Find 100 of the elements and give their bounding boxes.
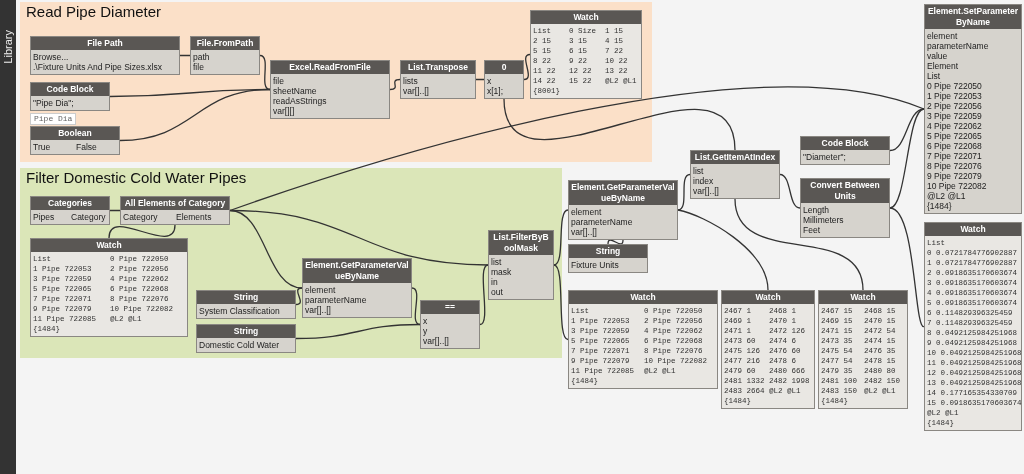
port-label: var[][] [273, 106, 296, 116]
node-card [190, 36, 260, 75]
port-label: .\Fixture Units And Pipe Sizes.xlsx [33, 62, 163, 72]
group-panel [20, 2, 652, 162]
port-label: Pipes [33, 212, 56, 222]
node-card [196, 324, 296, 353]
node-title: List.GetItemAtIndex [691, 151, 779, 164]
wire [677, 173, 691, 211]
port-label: 3 Pipe 722059 [927, 111, 983, 121]
node-card [800, 178, 890, 238]
port-label: True [33, 142, 52, 152]
node-title: Watch [31, 239, 187, 252]
wire [295, 287, 303, 306]
port-label: x [487, 76, 493, 86]
port-label: file [193, 62, 205, 72]
node-title: File.FromPath [191, 37, 259, 50]
port-label: element [927, 31, 959, 41]
node-card [420, 300, 480, 349]
node-title: == [421, 301, 479, 314]
port-label: 8 Pipe 722076 [927, 161, 983, 171]
node-card [400, 60, 476, 99]
wire [389, 78, 401, 91]
port-label: sheetName [273, 86, 318, 96]
port-label: {1484} [927, 201, 953, 211]
node-card [30, 82, 110, 111]
port-label: list [693, 166, 705, 176]
port-label: Length [803, 205, 830, 215]
node-card [568, 244, 648, 273]
port-label: value [927, 51, 949, 61]
node-title: Boolean [31, 127, 119, 140]
node-title: String [197, 291, 295, 304]
wire [779, 173, 801, 209]
port-label: path [193, 52, 211, 62]
port-label: parameterName [305, 295, 368, 305]
port-label: in [491, 277, 499, 287]
port-label: var[]..[] [403, 86, 430, 96]
wire [607, 239, 624, 245]
wire [889, 108, 925, 209]
port-label: y [423, 326, 429, 336]
port-label: file [273, 76, 285, 86]
port-label: "Diameter"; [803, 152, 847, 162]
port-label: False [76, 142, 98, 152]
port-label: lists [403, 76, 419, 86]
node-title: Code Block [801, 137, 889, 150]
group-panel [20, 168, 562, 358]
port-label: parameterName [571, 217, 634, 227]
node-card [120, 196, 230, 225]
node-title: File Path [31, 37, 179, 50]
wire [259, 54, 271, 91]
port-label: x [423, 316, 429, 326]
port-label: out [491, 287, 504, 297]
port-label: 4 Pipe 722062 [927, 121, 983, 131]
wire [119, 88, 271, 142]
wire [229, 86, 925, 212]
port-label: List [927, 71, 942, 81]
port-label: Millimeters [803, 215, 845, 225]
wire [523, 53, 531, 81]
wire [889, 207, 925, 328]
port-label: var[]..[] [571, 227, 598, 237]
port-label: 1 Pipe 722053 [927, 91, 983, 101]
wire [677, 209, 769, 291]
port-label: "Pipe Dia"; [33, 98, 75, 108]
port-label: Browse... [33, 52, 70, 62]
port-label: System Classification [199, 306, 281, 316]
group-title: Read Pipe Diameter [26, 3, 162, 20]
port-label: Elements [176, 212, 213, 222]
wire [229, 209, 489, 266]
node-title: String [569, 245, 647, 258]
port-label: 6 Pipe 722068 [927, 141, 983, 151]
wire [889, 108, 925, 152]
node-title: Watch [569, 291, 717, 304]
port-label: Category [123, 212, 159, 222]
node-card [196, 290, 296, 319]
watch-node [530, 10, 642, 99]
port-label: list [491, 257, 503, 267]
port-label: @L2 @L1 [927, 191, 967, 201]
watch-node [924, 222, 1022, 431]
port-label: var[]..[] [423, 336, 450, 346]
port-label: x[1]; [487, 86, 505, 96]
node-title: Watch [531, 11, 641, 24]
node-title: All Elements of Category [121, 197, 229, 210]
watch-node [30, 238, 188, 337]
wire [734, 198, 864, 291]
node-title: Watch [819, 291, 907, 304]
port-label: 7 Pipe 722071 [927, 151, 983, 161]
port-label: var[]..[] [693, 186, 720, 196]
port-label: 0 Pipe 722050 [927, 81, 983, 91]
node-title: Watch [722, 291, 814, 304]
node-card [488, 230, 554, 300]
port-label: Domestic Cold Water [199, 340, 280, 350]
node-card [924, 4, 1022, 214]
wire [503, 98, 736, 151]
node-card [800, 136, 890, 165]
node-card [30, 36, 180, 75]
wire [479, 264, 489, 326]
wire [553, 264, 569, 341]
node-card [30, 196, 110, 225]
port-label: Feet [803, 225, 821, 235]
node-card [270, 60, 390, 119]
node-title: Excel.ReadFromFile [271, 61, 389, 74]
